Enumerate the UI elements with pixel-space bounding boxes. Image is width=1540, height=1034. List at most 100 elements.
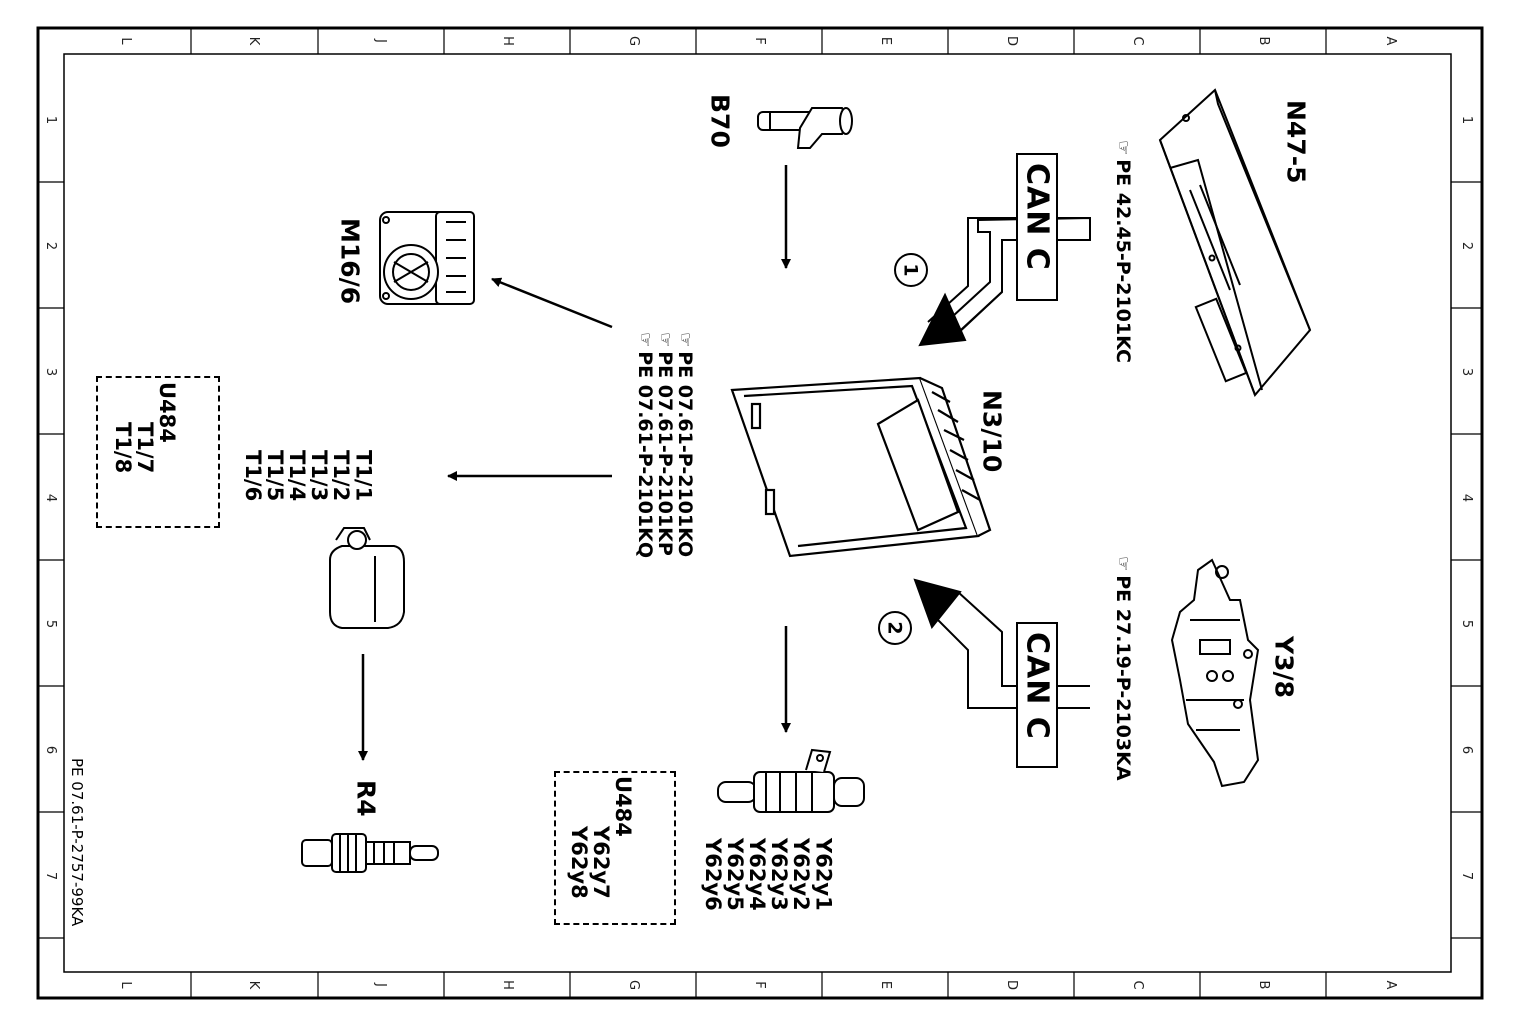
injector-item: Y62y1 <box>811 838 836 911</box>
column-label: L <box>118 37 133 45</box>
column-label: C <box>1130 36 1145 46</box>
row-label: 2 <box>43 241 58 251</box>
coil-variant-item: T1/8 <box>111 422 136 474</box>
row-label: 2 <box>1459 241 1474 251</box>
column-label: H <box>500 980 515 990</box>
injector-variant-item: Y62y7 <box>589 826 614 899</box>
signal-arrows <box>358 165 791 761</box>
row-label: 4 <box>1459 493 1474 503</box>
marker-number: 1 <box>899 263 922 277</box>
injector-item: Y62y6 <box>701 838 726 911</box>
reference-n47-5: ☞ PE 42.45-P-2101KC <box>1111 140 1134 363</box>
coil-item: T1/5 <box>263 450 288 502</box>
row-label: 3 <box>43 367 58 377</box>
coil-list: T1/1 T1/2 T1/3 T1/4 T1/5 T1/6 <box>241 450 376 502</box>
column-label: D <box>1004 35 1019 46</box>
column-label: K <box>246 36 261 46</box>
column-label: L <box>118 981 133 989</box>
coil-item: T1/4 <box>285 450 310 502</box>
row-label: 1 <box>1459 115 1474 125</box>
injector-item: Y62y3 <box>767 838 792 911</box>
can-bus-1-path <box>918 216 1091 347</box>
pointing-hand-icon: ☞ <box>1112 140 1133 156</box>
pointing-hand-icon: ☞ <box>634 332 655 348</box>
injector-variant-item: Y62y8 <box>567 826 592 899</box>
reference-text: PE 42.45-P-2101KC <box>1111 159 1134 363</box>
y3-8-valve-drawing <box>1170 558 1260 788</box>
can-bus-label-1: CAN C <box>1016 153 1058 301</box>
column-label: J <box>373 39 388 43</box>
pointing-hand-icon: ☞ <box>674 332 695 348</box>
injector-variant-title: U484 <box>611 776 636 837</box>
coil-item: T1/6 <box>241 450 266 502</box>
injector-variant-box <box>554 771 676 925</box>
reference-text: PE 07.61-P-2101KQ <box>633 351 656 558</box>
column-label: B <box>1256 980 1271 990</box>
arrow-n3-10-to-m16-6 <box>491 277 613 329</box>
row-label: 4 <box>43 493 58 503</box>
coil-item: T1/2 <box>329 450 354 502</box>
coil-item: T1/1 <box>351 450 376 502</box>
label-b70: B70 <box>705 94 735 148</box>
row-label: 5 <box>43 619 58 629</box>
r4-spark-plug-drawing <box>301 833 439 873</box>
b70-sensor-drawing <box>757 107 853 149</box>
column-label: E <box>878 980 893 990</box>
pointing-hand-icon: ☞ <box>1112 556 1133 572</box>
column-label: G <box>626 35 641 47</box>
column-label: K <box>246 980 261 990</box>
reference-text: PE 27.19-P-2103KA <box>1111 575 1134 781</box>
label-r4: R4 <box>351 780 381 817</box>
row-label: 6 <box>43 745 58 755</box>
label-y3-8: Y3/8 <box>1269 636 1299 699</box>
column-label: F <box>752 37 767 45</box>
reference-y3-8: ☞ PE 27.19-P-2103KA <box>1111 556 1134 781</box>
pointing-hand-icon: ☞ <box>654 332 675 348</box>
injector-item: Y62y5 <box>723 838 748 911</box>
coil-variant-title: U484 <box>155 382 180 443</box>
row-label: 3 <box>1459 367 1474 377</box>
row-label: 7 <box>1459 871 1474 881</box>
column-label: B <box>1256 36 1271 46</box>
column-label: G <box>626 979 641 991</box>
label-n47-5: N47-5 <box>1281 100 1311 184</box>
row-label: 7 <box>43 871 58 881</box>
reference-list-n3-10: ☞ PE 07.61-P-2101KO ☞ PE 07.61-P-2101KP ☞ P… <box>633 332 696 558</box>
can-bus-label-2: CAN C <box>1016 622 1058 768</box>
marker-circle-2: 2 <box>878 611 912 645</box>
injector-list: Y62y1 Y62y2 Y62y3 Y62y4 Y62y5 Y62y6 <box>701 838 836 911</box>
column-label: H <box>500 36 515 46</box>
coil-variant-box <box>96 376 220 528</box>
ignition-coil-drawing <box>329 527 405 629</box>
column-label: J <box>373 983 388 987</box>
injector-item: Y62y4 <box>745 838 770 911</box>
grid-ticks <box>38 28 1482 998</box>
injector-drawing <box>717 748 865 813</box>
injector-variant-list: U484 Y62y7 Y62y8 <box>567 776 636 899</box>
column-label: A <box>1383 980 1398 990</box>
can-label-text: CAN C <box>1019 163 1055 271</box>
footer-reference: PE 07.61-P-2757-99KA <box>67 758 86 927</box>
label-n3-10: N3/10 <box>977 390 1007 473</box>
column-label: A <box>1383 36 1398 46</box>
reference-text: PE 07.61-P-2101KO <box>673 351 696 558</box>
column-label: F <box>752 981 767 989</box>
n47-5-module-drawing <box>1158 88 1312 397</box>
row-label: 6 <box>1459 745 1474 755</box>
m16-6-throttle-drawing <box>379 211 475 305</box>
reference-text: PE 07.61-P-2101KP <box>653 351 676 556</box>
injector-item: Y62y2 <box>789 838 814 911</box>
row-label: 5 <box>1459 619 1474 629</box>
row-label: 1 <box>43 115 58 125</box>
coil-variant-item: T1/7 <box>133 422 158 474</box>
coil-item: T1/3 <box>307 450 332 502</box>
label-m16-6: M16/6 <box>335 218 365 305</box>
coil-variant-list: U484 T1/7 T1/8 <box>111 382 180 474</box>
n3-10-ecu-drawing <box>730 376 992 558</box>
outer-frame <box>36 26 1484 1000</box>
column-label: D <box>1004 979 1019 990</box>
can-bus-2-path <box>913 578 1090 709</box>
marker-number: 2 <box>883 621 906 635</box>
column-label: E <box>878 36 893 46</box>
